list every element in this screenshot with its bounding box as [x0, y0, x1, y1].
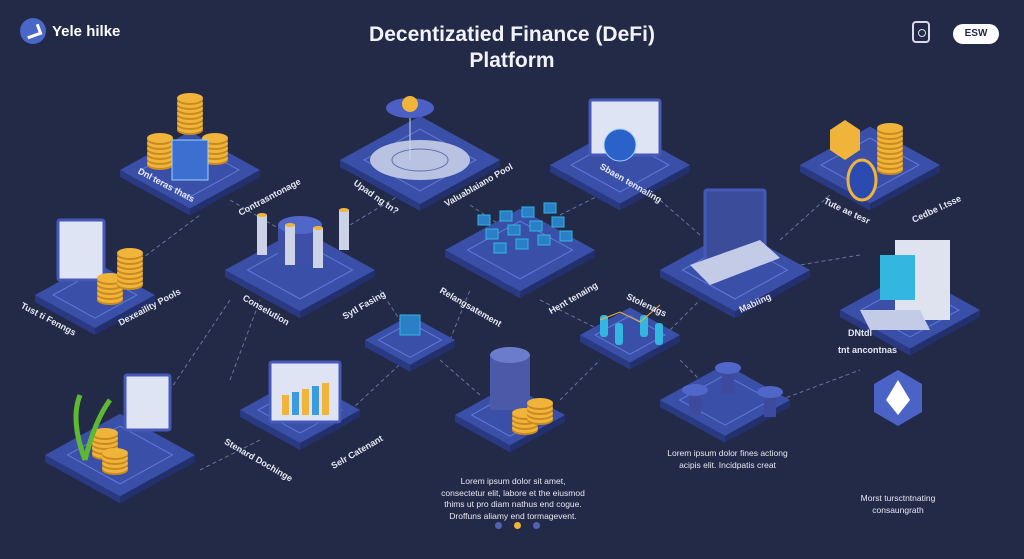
- connector-line: [379, 289, 401, 321]
- title-line-2: Platform: [469, 49, 555, 72]
- node-icon: [543, 202, 557, 214]
- connector-line: [349, 194, 401, 226]
- plant-dashboard-tile: [45, 373, 195, 504]
- chart-screen-tile: [240, 360, 360, 450]
- coin-icon: [147, 133, 173, 143]
- plant-icon: [73, 394, 113, 461]
- screen-icon: [56, 218, 106, 282]
- connector-line: [779, 194, 831, 241]
- logo-mark-icon: [20, 18, 46, 44]
- person-icon: [600, 315, 608, 337]
- pedestals-tile: [660, 362, 790, 443]
- node-network-tile: [445, 202, 595, 299]
- feature-label: DNtdl: [848, 328, 872, 338]
- feature-label: tnt ancontnas: [838, 345, 898, 355]
- coin-icon: [877, 123, 903, 133]
- connector-line: [669, 299, 701, 331]
- node-icon: [493, 242, 507, 254]
- connector-line: [799, 254, 861, 266]
- bitcoin-laptop-tile: [550, 98, 690, 211]
- connector-line: [659, 199, 701, 236]
- connector-line: [559, 194, 601, 216]
- bar-icon: [282, 395, 289, 415]
- server-tile: [840, 240, 980, 356]
- dollar-coin-icon: [402, 96, 418, 112]
- pedestal-icon: [682, 384, 708, 396]
- storage-cylinder-tile: [455, 347, 565, 453]
- coin-icon: [177, 93, 203, 103]
- camera-icon[interactable]: [912, 21, 930, 43]
- consensus-pillars-tile: [225, 208, 375, 319]
- node-icon: [521, 206, 535, 218]
- ethereum-icon: [886, 380, 910, 415]
- brand-logo[interactable]: Yele hilke: [20, 18, 120, 44]
- person-icon: [615, 323, 623, 345]
- node-icon: [551, 216, 565, 228]
- coin-icon: [527, 398, 553, 408]
- page-dot[interactable]: [495, 522, 502, 529]
- bar-icon: [302, 389, 309, 415]
- connector-line: [779, 369, 861, 401]
- node-hex-tile: [365, 314, 455, 372]
- node-icon: [485, 228, 499, 240]
- node-icon: [559, 230, 573, 242]
- page-dot[interactable]: [514, 522, 521, 529]
- ethereum-hexagon-tile: [874, 370, 922, 426]
- trading-laptop-tile: [660, 188, 810, 319]
- node-icon: [529, 220, 543, 232]
- person-icon: [655, 323, 663, 345]
- people-chart-tile: [580, 304, 680, 370]
- brand-name: Yele hilke: [52, 22, 121, 40]
- coin-icon: [97, 273, 123, 283]
- token-coin-tile: [800, 120, 940, 211]
- center-description: Lorem ipsum dolor sit amet, consectetur …: [441, 476, 585, 521]
- pagination: [495, 522, 540, 529]
- coin-icon: [102, 448, 128, 458]
- liquidity-dashboard-tile: [35, 218, 155, 335]
- bar-icon: [292, 392, 299, 415]
- screen-icon: [123, 373, 172, 432]
- coin-icon: [92, 428, 118, 438]
- connector-line: [449, 289, 471, 341]
- pedestal-icon: [757, 386, 783, 398]
- connector-line: [559, 359, 601, 401]
- connector-line: [469, 204, 501, 226]
- right-description: Lorem ipsum dolor fines actiong acipis e…: [667, 448, 788, 470]
- far-right-description: Morst tursctntnating consaungrath: [860, 493, 936, 515]
- connector-line: [679, 359, 701, 381]
- connector-line: [229, 299, 261, 381]
- coin-cube-tile: [120, 93, 260, 216]
- token-icon: [830, 120, 860, 160]
- node-icon: [499, 210, 513, 222]
- node-icon: [507, 224, 521, 236]
- node-icon: [477, 214, 491, 226]
- bar-icon: [322, 383, 329, 415]
- bar-icon: [312, 386, 319, 415]
- ethereum-screen-icon: [880, 255, 915, 300]
- node-icon: [537, 234, 551, 246]
- connector-line: [439, 359, 481, 396]
- language-button[interactable]: ESW: [953, 24, 999, 44]
- node-icon: [515, 238, 529, 250]
- page-dot[interactable]: [533, 522, 540, 529]
- page-title: Decentizatied Finance (DeFi) Platform: [312, 22, 712, 74]
- coin-icon: [117, 248, 143, 258]
- bitcoin-icon: [603, 128, 637, 162]
- pedestal-icon: [715, 362, 741, 374]
- liquidity-pool-tile: [340, 96, 500, 211]
- connector-line: [139, 214, 201, 261]
- title-line-1: Decentizatied Finance (DeFi): [369, 23, 655, 46]
